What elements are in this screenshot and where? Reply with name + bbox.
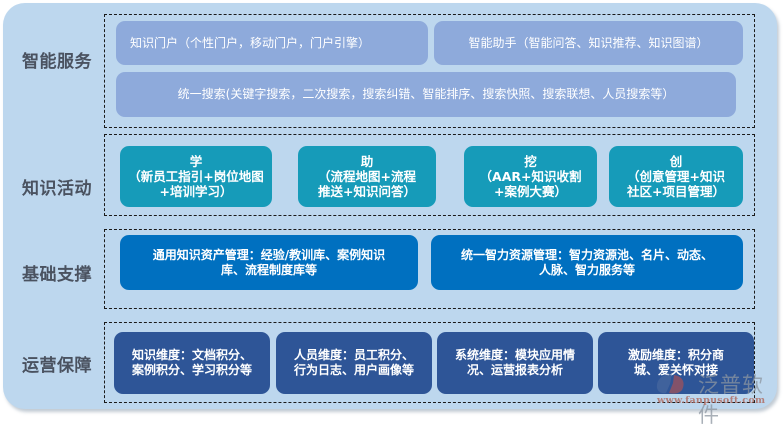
ops-knowledge-dimension-text: 知识维度：文档积分、案例积分、学习积分等 (132, 348, 253, 377)
activity-help-box: 助 （流程地图+流程推送+知识问答） (298, 146, 436, 207)
watermark-url: www.fanpusoft.com (657, 395, 766, 406)
knowledge-asset-management-box: 通用知识资产管理：经验/教训库、案例知识库、流程制度库等 (120, 235, 418, 290)
activity-learn-title: 学 (189, 154, 203, 169)
activity-help-title: 助 (360, 154, 374, 169)
ops-people-dimension-text: 人员维度：员工积分、行为日志、用户画像等 (294, 348, 415, 377)
activity-help-body: （流程地图+流程推送+知识问答） (318, 169, 416, 199)
activity-create-box: 创 （创意管理+知识社区+项目管理） (609, 146, 743, 207)
knowledge-asset-management-text: 通用知识资产管理：经验/教训库、案例知识库、流程制度库等 (152, 247, 386, 277)
layer-frame-operations (104, 322, 755, 403)
intellectual-resource-management-box: 统一智力资源管理：智力资源池、名片、动态、人脉、智力服务等 (431, 235, 743, 290)
activity-create-title: 创 (669, 154, 683, 169)
unified-search-text: 统一搜索(关键字搜索，二次搜索，搜索纠错、智能排序、搜索快照、搜索联想、人员搜索… (177, 87, 675, 101)
layer-frame-smart-service (104, 14, 755, 128)
layer-label-knowledge-activity: 知识活动 (22, 179, 92, 199)
smart-assistant-box: 智能助手（智能问答、知识推荐、知识图谱） (434, 21, 743, 65)
layer-label-smart-service: 智能服务 (22, 52, 92, 72)
activity-mine-box: 挖 （AAR+知识收割+案例大赛） (464, 146, 597, 207)
smart-assistant-text: 智能助手（智能问答、知识推荐、知识图谱） (468, 35, 709, 50)
ops-system-dimension-text: 系统维度：模块应用情况、运营报表分析 (455, 348, 576, 377)
unified-search-box: 统一搜索(关键字搜索，二次搜索，搜索纠错、智能排序、搜索快照、搜索联想、人员搜索… (116, 72, 736, 117)
ops-incentive-dimension-text: 激励维度：积分商城、爱关怀对接 (627, 348, 724, 377)
activity-mine-title: 挖 (524, 154, 537, 169)
ops-system-dimension-box: 系统维度：模块应用情况、运营报表分析 (437, 332, 593, 394)
ops-people-dimension-box: 人员维度：员工积分、行为日志、用户画像等 (276, 332, 432, 394)
knowledge-portal-box: 知识门户（个性门户，移动门户，门户引擎） (116, 21, 428, 65)
layer-label-foundation: 基础支撑 (22, 265, 92, 285)
layer-frame-foundation (104, 229, 755, 309)
fanpu-logo-icon (656, 374, 684, 394)
activity-learn-body: （新员工指引+岗位地图+培训学习） (128, 169, 264, 199)
knowledge-portal-text: 知识门户（个性门户，移动门户，门户引擎） (130, 35, 371, 50)
activity-mine-body: （AAR+知识收割+案例大赛） (479, 169, 582, 199)
activity-learn-box: 学 （新员工指引+岗位地图+培训学习） (120, 146, 272, 207)
layer-frame-knowledge-activity (104, 134, 755, 216)
ops-knowledge-dimension-box: 知识维度：文档积分、案例积分、学习积分等 (114, 332, 270, 394)
activity-create-body: （创意管理+知识社区+项目管理） (627, 169, 725, 199)
intellectual-resource-management-text: 统一智力资源管理：智力资源池、名片、动态、人脉、智力服务等 (460, 247, 713, 277)
layer-label-operations: 运营保障 (22, 356, 92, 376)
